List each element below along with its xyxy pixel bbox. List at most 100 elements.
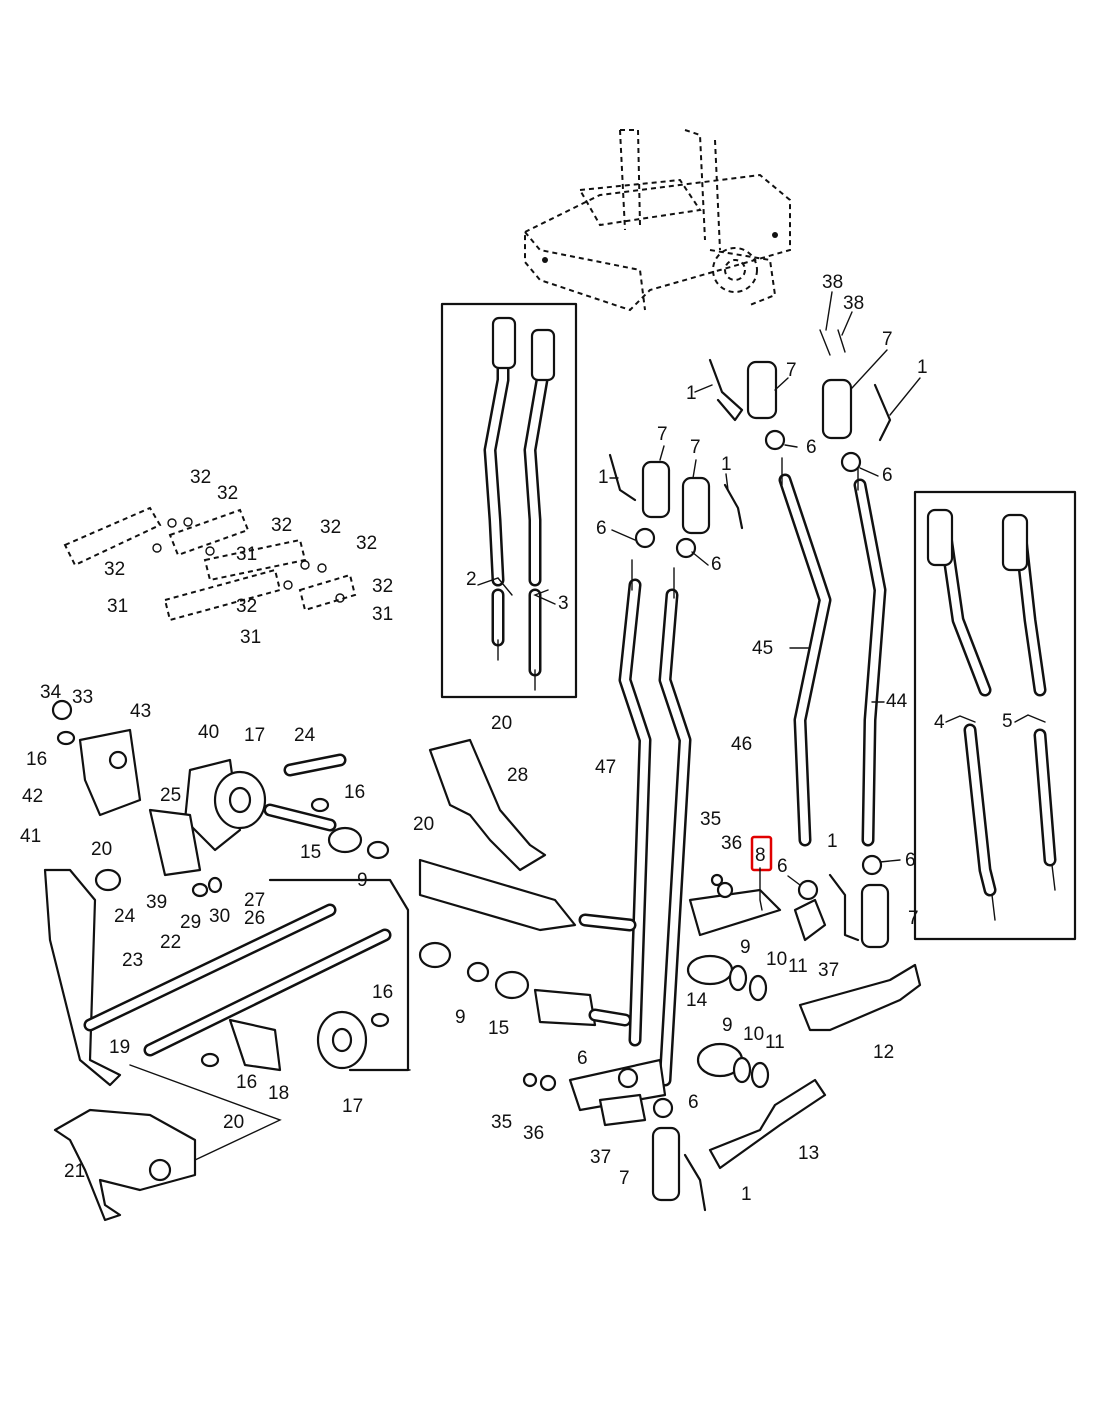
label-7: 7 (908, 908, 919, 929)
label-7: 7 (786, 360, 797, 381)
label-6: 6 (577, 1048, 588, 1069)
label-7: 7 (657, 424, 668, 445)
label-35: 35 (700, 809, 721, 830)
label-9: 9 (722, 1015, 733, 1036)
label-7: 7 (690, 437, 701, 458)
label-47: 47 (595, 757, 616, 778)
label-15: 15 (488, 1018, 509, 1039)
lower-right-linkage (522, 854, 922, 1212)
label-10: 10 (766, 949, 787, 970)
label-34: 34 (40, 682, 62, 703)
label-36: 36 (721, 833, 742, 854)
label-2: 2 (466, 569, 477, 590)
label-32: 32 (320, 517, 341, 538)
label-32: 32 (372, 576, 393, 597)
label-6: 6 (777, 856, 788, 877)
leader-lines (477, 291, 1046, 911)
label-19: 19 (109, 1037, 130, 1058)
label-24: 24 (114, 906, 136, 927)
label-28: 28 (507, 765, 528, 786)
shift-rods-45-44 (778, 457, 887, 847)
label-6: 6 (905, 850, 916, 871)
label-6: 6 (711, 554, 722, 575)
inset-box-rods-2-3 (440, 302, 578, 699)
label-11: 11 (765, 1032, 785, 1053)
callout-labels: 38 38 7 1 7 1 6 6 1 7 7 1 6 6 32 32 32 3… (20, 272, 1013, 1205)
label-41: 41 (20, 826, 41, 847)
label-18: 18 (268, 1083, 289, 1104)
label-1: 1 (827, 831, 838, 852)
label-33: 33 (72, 687, 93, 708)
label-46: 46 (731, 734, 752, 755)
label-16: 16 (344, 782, 365, 803)
label-9: 9 (455, 1007, 466, 1028)
label-29: 29 (180, 912, 201, 933)
label-12: 12 (873, 1042, 894, 1063)
label-31: 31 (240, 627, 261, 648)
label-1: 1 (686, 383, 697, 404)
label-32: 32 (271, 515, 292, 536)
label-38: 38 (843, 293, 864, 314)
label-26: 26 (244, 908, 265, 929)
label-38: 38 (822, 272, 843, 293)
label-32: 32 (190, 467, 211, 488)
label-3: 3 (558, 593, 569, 614)
label-1: 1 (721, 454, 732, 475)
label-32: 32 (217, 483, 238, 504)
label-9: 9 (740, 937, 751, 958)
label-24: 24 (294, 725, 316, 746)
detent-rollers (63, 506, 357, 622)
label-6: 6 (806, 437, 817, 458)
label-20: 20 (91, 839, 112, 860)
shift-rods-47-46 (618, 559, 692, 1087)
label-7: 7 (619, 1168, 630, 1189)
label-30: 30 (209, 906, 230, 927)
label-1: 1 (598, 467, 609, 488)
label-37: 37 (818, 960, 839, 981)
label-5: 5 (1002, 711, 1013, 732)
tractor-outline (524, 129, 791, 312)
label-7: 7 (882, 329, 893, 350)
label-20: 20 (223, 1112, 244, 1133)
label-6: 6 (882, 465, 893, 486)
label-31: 31 (372, 604, 393, 625)
label-15: 15 (300, 842, 321, 863)
label-42: 42 (22, 786, 43, 807)
label-4: 4 (934, 712, 945, 733)
label-17: 17 (244, 725, 265, 746)
label-16: 16 (372, 982, 393, 1003)
label-1: 1 (741, 1184, 752, 1205)
label-40: 40 (198, 722, 219, 743)
label-20: 20 (491, 713, 512, 734)
label-36: 36 (523, 1123, 544, 1144)
label-16: 16 (236, 1072, 257, 1093)
label-32: 32 (236, 596, 257, 617)
label-10: 10 (743, 1024, 764, 1045)
clevis-parts (608, 329, 892, 559)
shift-mechanism (43, 699, 637, 1222)
label-14: 14 (686, 990, 708, 1011)
label-31: 31 (107, 596, 128, 617)
label-8-highlighted: 8 (755, 845, 766, 866)
label-43: 43 (130, 701, 151, 722)
inset-box-rods-4-5 (913, 490, 1077, 941)
label-23: 23 (122, 950, 143, 971)
label-9: 9 (357, 870, 368, 891)
label-32: 32 (356, 533, 377, 554)
highlight-box (750, 835, 773, 872)
label-6: 6 (688, 1092, 699, 1113)
label-13: 13 (798, 1143, 819, 1164)
label-44: 44 (886, 691, 908, 712)
label-21: 21 (64, 1161, 85, 1182)
label-45: 45 (752, 638, 773, 659)
label-11: 11 (788, 956, 808, 977)
label-39: 39 (146, 892, 167, 913)
label-35: 35 (491, 1112, 512, 1133)
label-25: 25 (160, 785, 181, 806)
label-22: 22 (160, 932, 181, 953)
label-16: 16 (26, 749, 47, 770)
label-17: 17 (342, 1096, 363, 1117)
label-32: 32 (104, 559, 125, 580)
label-1: 1 (917, 357, 928, 378)
